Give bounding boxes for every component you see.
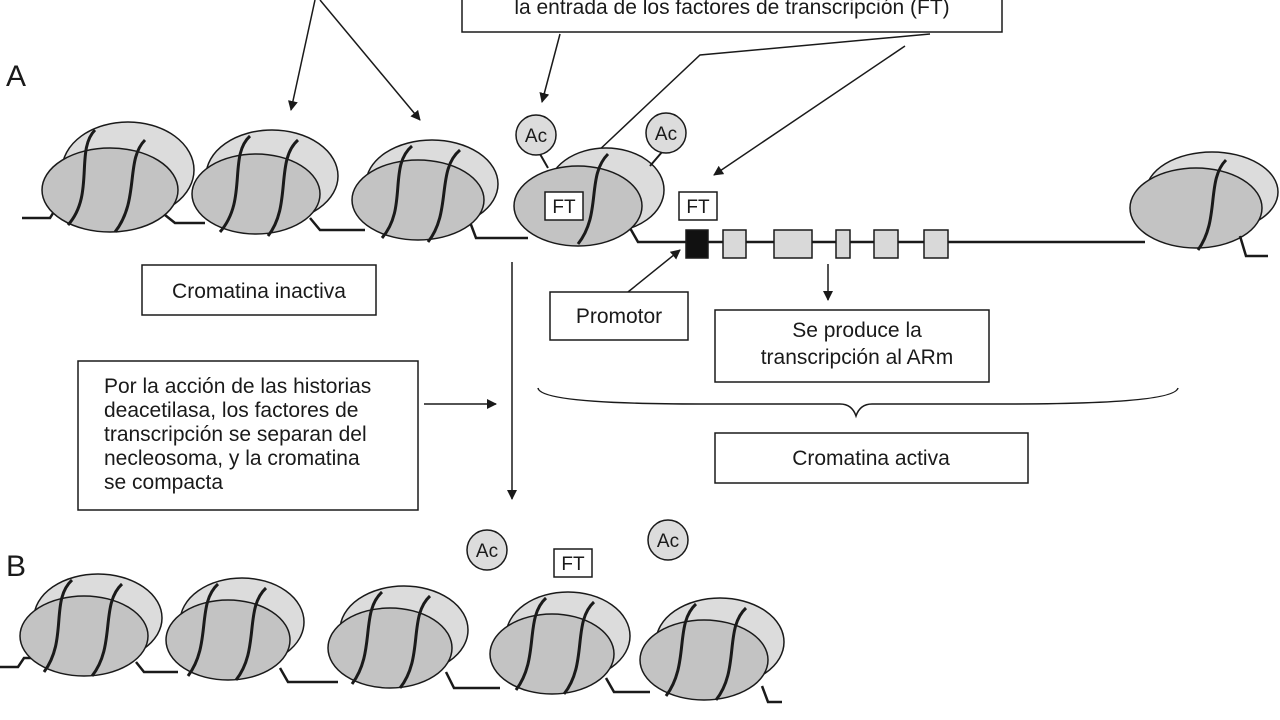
exon-3 bbox=[835, 229, 851, 259]
acetyl-badge-a2: Ac bbox=[645, 112, 687, 154]
acetyl-badge-b2: Ac bbox=[647, 519, 689, 561]
nucleosome-b2 bbox=[165, 577, 305, 681]
dna-linker-b-end bbox=[760, 685, 782, 704]
explanation-box bbox=[77, 360, 419, 511]
exon-5 bbox=[923, 229, 949, 259]
nucleosome-b4 bbox=[489, 591, 631, 695]
nucleosome-b3 bbox=[327, 585, 469, 689]
arrow-to-free-ft bbox=[713, 45, 906, 176]
arrow-to-promoter bbox=[627, 249, 681, 293]
explanation-line-1: Por la acción de las historias bbox=[104, 375, 371, 398]
ft-badge-b: FT bbox=[553, 548, 593, 578]
nucleosome-a5 bbox=[1129, 151, 1279, 258]
ft-badge-free: FT bbox=[678, 191, 718, 221]
exon-2 bbox=[773, 229, 813, 259]
active-chromatin-label: Cromatina activa bbox=[792, 447, 950, 470]
dna-strand-active bbox=[628, 227, 1145, 244]
ft-badge-on-nucleosome: FT bbox=[544, 191, 584, 221]
svg-text:FT: FT bbox=[552, 197, 576, 218]
transcription-label-line2: transcripción al ARm bbox=[761, 346, 954, 369]
svg-text:Ac: Ac bbox=[657, 531, 679, 552]
transcription-box bbox=[714, 309, 990, 383]
arrow-to-ft-on-nucleosome bbox=[577, 33, 931, 171]
top-caption-text: la entrada de los factores de transcripc… bbox=[514, 0, 949, 19]
explanation-line-2: deacetilasa, los factores de bbox=[104, 399, 358, 422]
active-region-brace bbox=[537, 387, 1179, 419]
nucleosome-b5 bbox=[639, 597, 785, 701]
nucleosome-b1 bbox=[19, 573, 163, 677]
svg-text:Ac: Ac bbox=[655, 124, 677, 145]
svg-text:Ac: Ac bbox=[476, 541, 498, 562]
nucleosome-a2 bbox=[191, 129, 339, 237]
dna-linker-b-start bbox=[0, 656, 34, 669]
arrow-to-nucleosome-3 bbox=[319, 0, 421, 121]
transcription-label-line1: Se produce la bbox=[792, 319, 922, 342]
dna-linker-b-2 bbox=[278, 667, 338, 684]
arrow-to-acetyl bbox=[539, 33, 561, 103]
dna-linker-b-4 bbox=[604, 677, 650, 694]
dna-linker-a-2 bbox=[309, 217, 365, 232]
dna-linker-a-3 bbox=[468, 221, 528, 240]
arrow-to-nucleosome-2 bbox=[288, 0, 316, 111]
promoter-box bbox=[549, 291, 689, 341]
dna-linker-a-1 bbox=[164, 214, 205, 225]
explanation-line-3: transcripción se separan del bbox=[104, 423, 367, 446]
promoter-block bbox=[685, 229, 709, 259]
panel-a-label: A bbox=[6, 60, 26, 93]
dna-linker-b-3 bbox=[444, 671, 500, 690]
explanation-line-5: se compacta bbox=[104, 471, 223, 494]
panel-b-label: B bbox=[6, 550, 26, 583]
top-caption-box bbox=[461, 0, 1003, 33]
nucleosome-a3 bbox=[351, 139, 499, 243]
svg-text:Ac: Ac bbox=[525, 126, 547, 147]
inactive-chromatin-box bbox=[141, 264, 377, 316]
active-chromatin-box bbox=[714, 432, 1029, 484]
nucleosome-a1 bbox=[41, 121, 195, 233]
promoter-label: Promotor bbox=[576, 305, 662, 328]
exon-1 bbox=[722, 229, 747, 259]
svg-text:FT: FT bbox=[686, 197, 710, 218]
acetyl-badge-a1: Ac bbox=[515, 114, 557, 156]
svg-text:FT: FT bbox=[561, 554, 585, 575]
inactive-chromatin-label: Cromatina inactiva bbox=[172, 280, 346, 303]
dna-linker-b-1 bbox=[135, 661, 178, 674]
acetyl-badge-b1: Ac bbox=[466, 529, 508, 571]
exon-4 bbox=[873, 229, 899, 259]
nucleosome-a4-acetylated bbox=[513, 147, 665, 247]
explanation-line-4: necleosoma, y la cromatina bbox=[104, 447, 360, 470]
